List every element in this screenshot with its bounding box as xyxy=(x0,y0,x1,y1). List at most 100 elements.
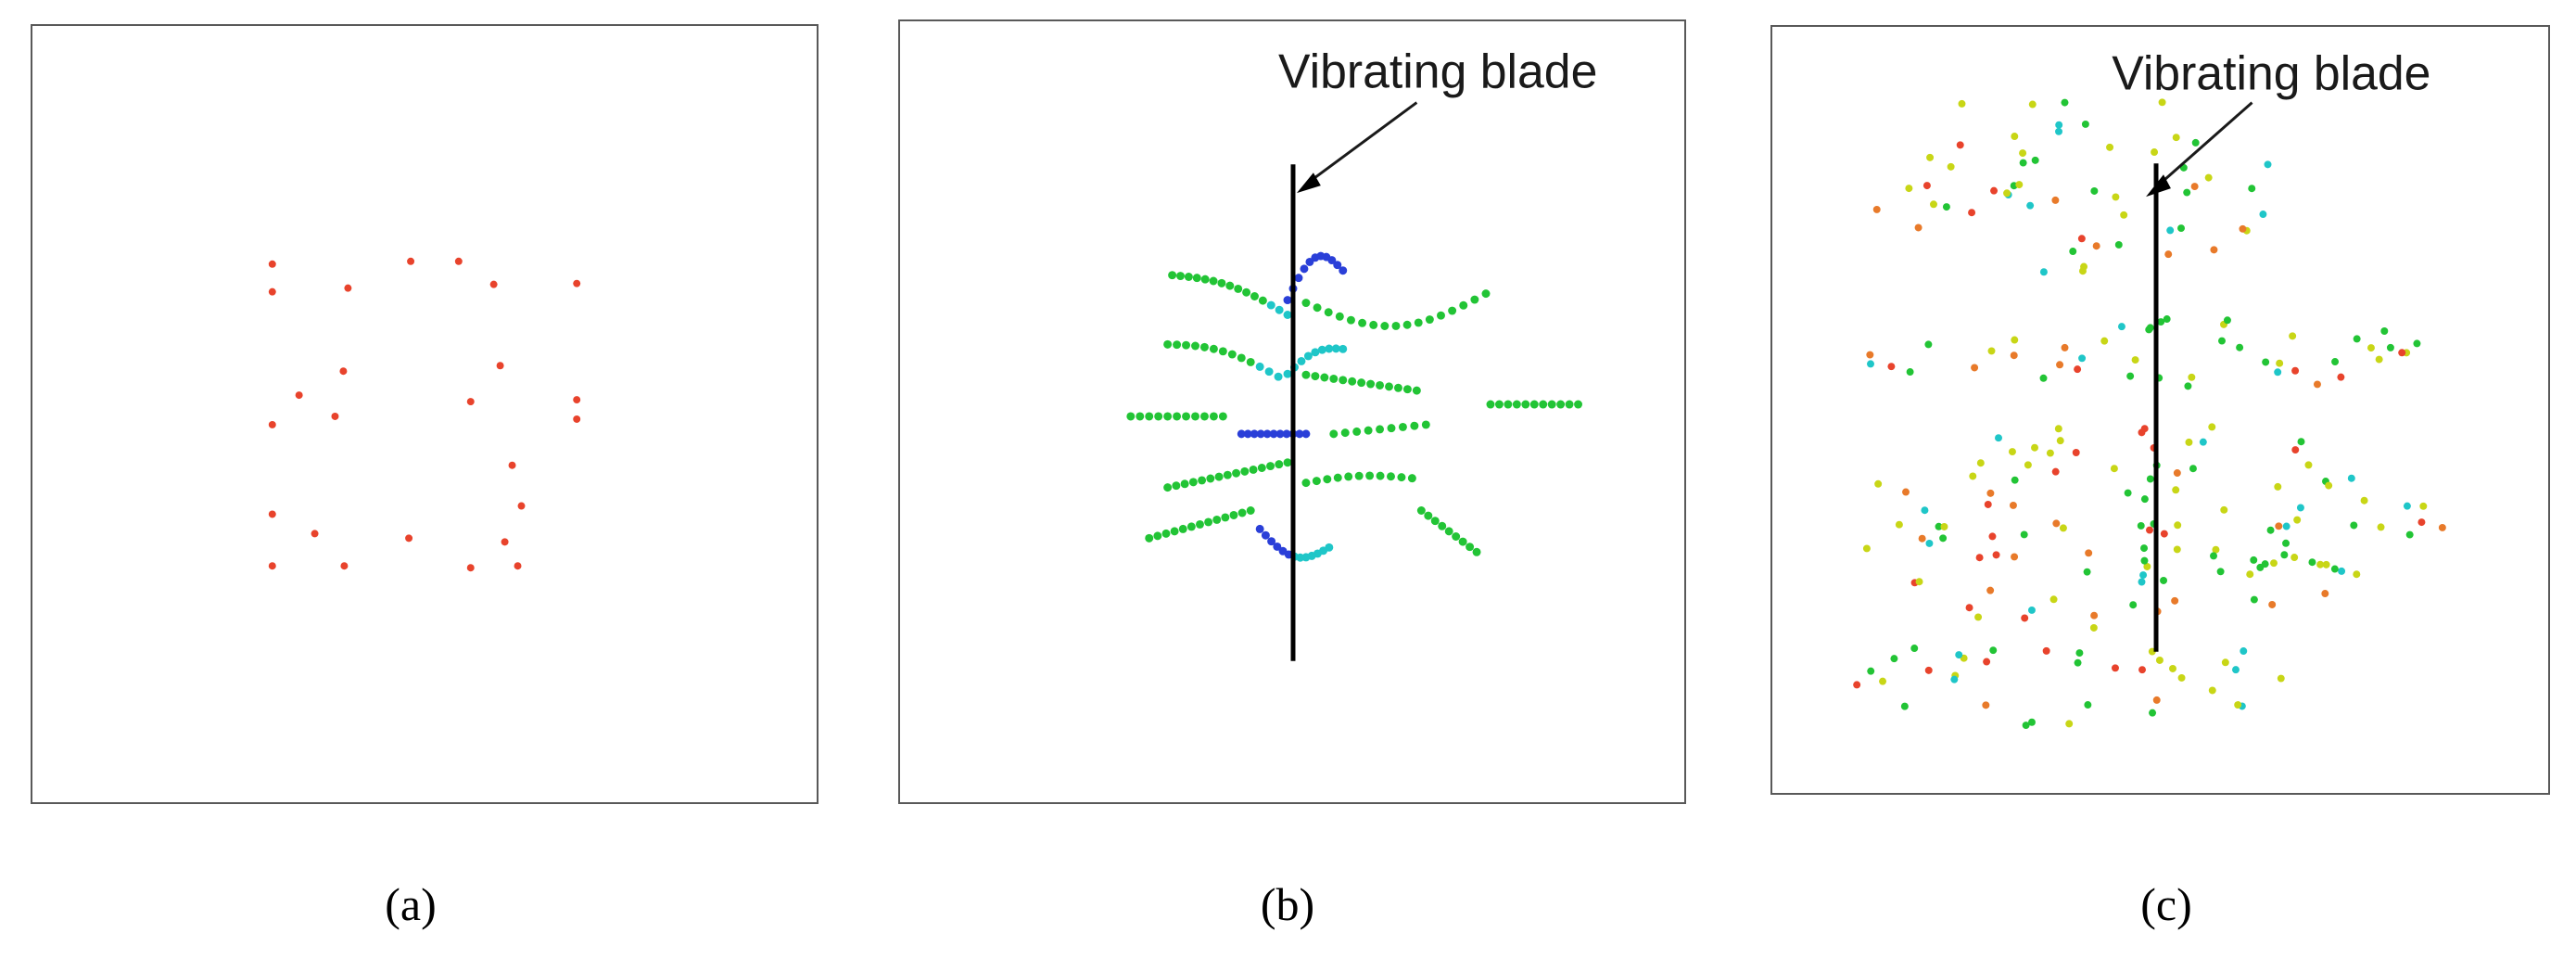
dispersed-particle xyxy=(2210,246,2218,254)
stream-particle xyxy=(1312,477,1321,486)
dispersed-particle xyxy=(2106,143,2114,151)
particle xyxy=(295,391,303,400)
dispersed-particle xyxy=(2256,563,2265,571)
dispersed-particle xyxy=(2026,201,2035,210)
stream-particle xyxy=(1204,517,1213,527)
dispersed-particle xyxy=(2155,657,2164,664)
dispersed-particle xyxy=(2277,674,2285,683)
dispersed-particle xyxy=(2204,173,2213,182)
dispersed-particle xyxy=(2291,446,2300,454)
panel-b-arrowhead xyxy=(1296,172,1321,194)
stream-particle xyxy=(1424,511,1433,520)
panel-c: Vibrating blade xyxy=(1770,25,2550,795)
stream-particle xyxy=(1192,274,1201,283)
stream-particle xyxy=(1180,479,1189,489)
stream-particle xyxy=(1437,311,1445,320)
dispersed-particle xyxy=(2021,614,2029,622)
stream-particle xyxy=(1163,483,1173,492)
stream-particle xyxy=(1364,426,1373,435)
dispersed-particle xyxy=(2239,224,2247,233)
stream-particle xyxy=(1376,380,1385,390)
stream-particle xyxy=(1243,429,1252,439)
stream-particle xyxy=(1227,350,1237,359)
dispersed-particle xyxy=(2236,343,2244,351)
dispersed-particle xyxy=(2080,262,2088,271)
dispersed-particle xyxy=(2223,316,2231,325)
stream-particle xyxy=(1376,425,1385,434)
stream-particle xyxy=(1397,473,1406,482)
stream-particle xyxy=(1539,400,1548,409)
panel-c-arrowhead xyxy=(2146,174,2171,198)
panel-b-arrow xyxy=(1307,101,1418,185)
stream-particle xyxy=(1273,542,1282,551)
stream-particle xyxy=(1459,300,1468,310)
stream-particle xyxy=(1313,303,1322,313)
stream-particle xyxy=(1565,400,1574,409)
dispersed-particle xyxy=(1902,488,1910,496)
dispersed-particle xyxy=(1984,501,1992,508)
dispersed-particle xyxy=(2078,354,2087,363)
dispersed-particle xyxy=(2172,134,2180,142)
dispersed-particle xyxy=(2282,539,2290,547)
stream-particle xyxy=(1282,429,1291,439)
particle xyxy=(517,502,526,510)
dispersed-particle xyxy=(1940,523,1948,530)
dispersed-particle xyxy=(2275,522,2283,530)
dispersed-particle xyxy=(1976,459,1985,467)
dispersed-particle xyxy=(2114,240,2123,249)
panel-a xyxy=(31,24,818,804)
particle xyxy=(407,257,415,265)
dispersed-particle xyxy=(2163,315,2171,324)
dispersed-particle xyxy=(1914,224,1922,232)
dispersed-particle xyxy=(2112,193,2120,201)
dispersed-particle xyxy=(2216,568,2225,576)
stream-particle xyxy=(1301,299,1311,308)
stream-particle xyxy=(1163,412,1173,421)
stream-particle xyxy=(1278,546,1288,556)
dispersed-particle xyxy=(2019,159,2027,167)
dispersed-particle xyxy=(2140,556,2149,565)
particle xyxy=(331,413,339,420)
dispersed-particle xyxy=(2074,365,2082,374)
dispersed-particle xyxy=(2042,646,2050,655)
stream-particle xyxy=(1472,547,1481,556)
dispersed-particle xyxy=(2189,465,2197,473)
stream-particle xyxy=(1182,340,1191,350)
stream-particle xyxy=(1240,466,1250,476)
stream-particle xyxy=(1412,386,1421,395)
dispersed-particle xyxy=(2151,148,2159,157)
stream-particle xyxy=(1481,289,1491,299)
stream-particle xyxy=(1448,306,1457,315)
dispersed-particle xyxy=(2248,185,2256,193)
dispersed-particle xyxy=(2031,443,2038,452)
stream-particle xyxy=(1182,412,1191,421)
dispersed-particle xyxy=(2250,556,2258,564)
dispersed-particle xyxy=(2218,337,2226,345)
dispersed-particle xyxy=(1915,578,1923,586)
stream-particle xyxy=(1218,412,1227,421)
stream-particle xyxy=(1223,470,1232,479)
dispersed-particle xyxy=(2405,530,2414,539)
dispersed-particle xyxy=(2173,469,2181,478)
stream-particle xyxy=(1294,274,1303,283)
dispersed-particle xyxy=(2143,563,2151,570)
stream-particle xyxy=(1269,429,1278,439)
dispersed-particle xyxy=(2264,160,2272,169)
stream-particle xyxy=(1325,344,1334,353)
dispersed-particle xyxy=(2090,186,2099,195)
stream-particle xyxy=(1229,510,1238,519)
dispersed-particle xyxy=(2092,242,2100,250)
stream-particle xyxy=(1346,315,1355,325)
stream-particle xyxy=(1246,506,1255,515)
dispersed-particle xyxy=(2046,449,2054,457)
dispersed-particle xyxy=(2051,467,2060,476)
dispersed-particle xyxy=(2293,516,2302,524)
dispersed-particle xyxy=(2083,568,2091,576)
stream-particle xyxy=(1126,412,1136,421)
stream-particle xyxy=(1297,356,1306,365)
dispersed-particle xyxy=(2164,250,2173,259)
dispersed-particle xyxy=(2074,658,2082,667)
dispersed-particle xyxy=(1955,651,1963,659)
dispersed-particle xyxy=(2220,505,2228,514)
particle xyxy=(311,530,319,538)
